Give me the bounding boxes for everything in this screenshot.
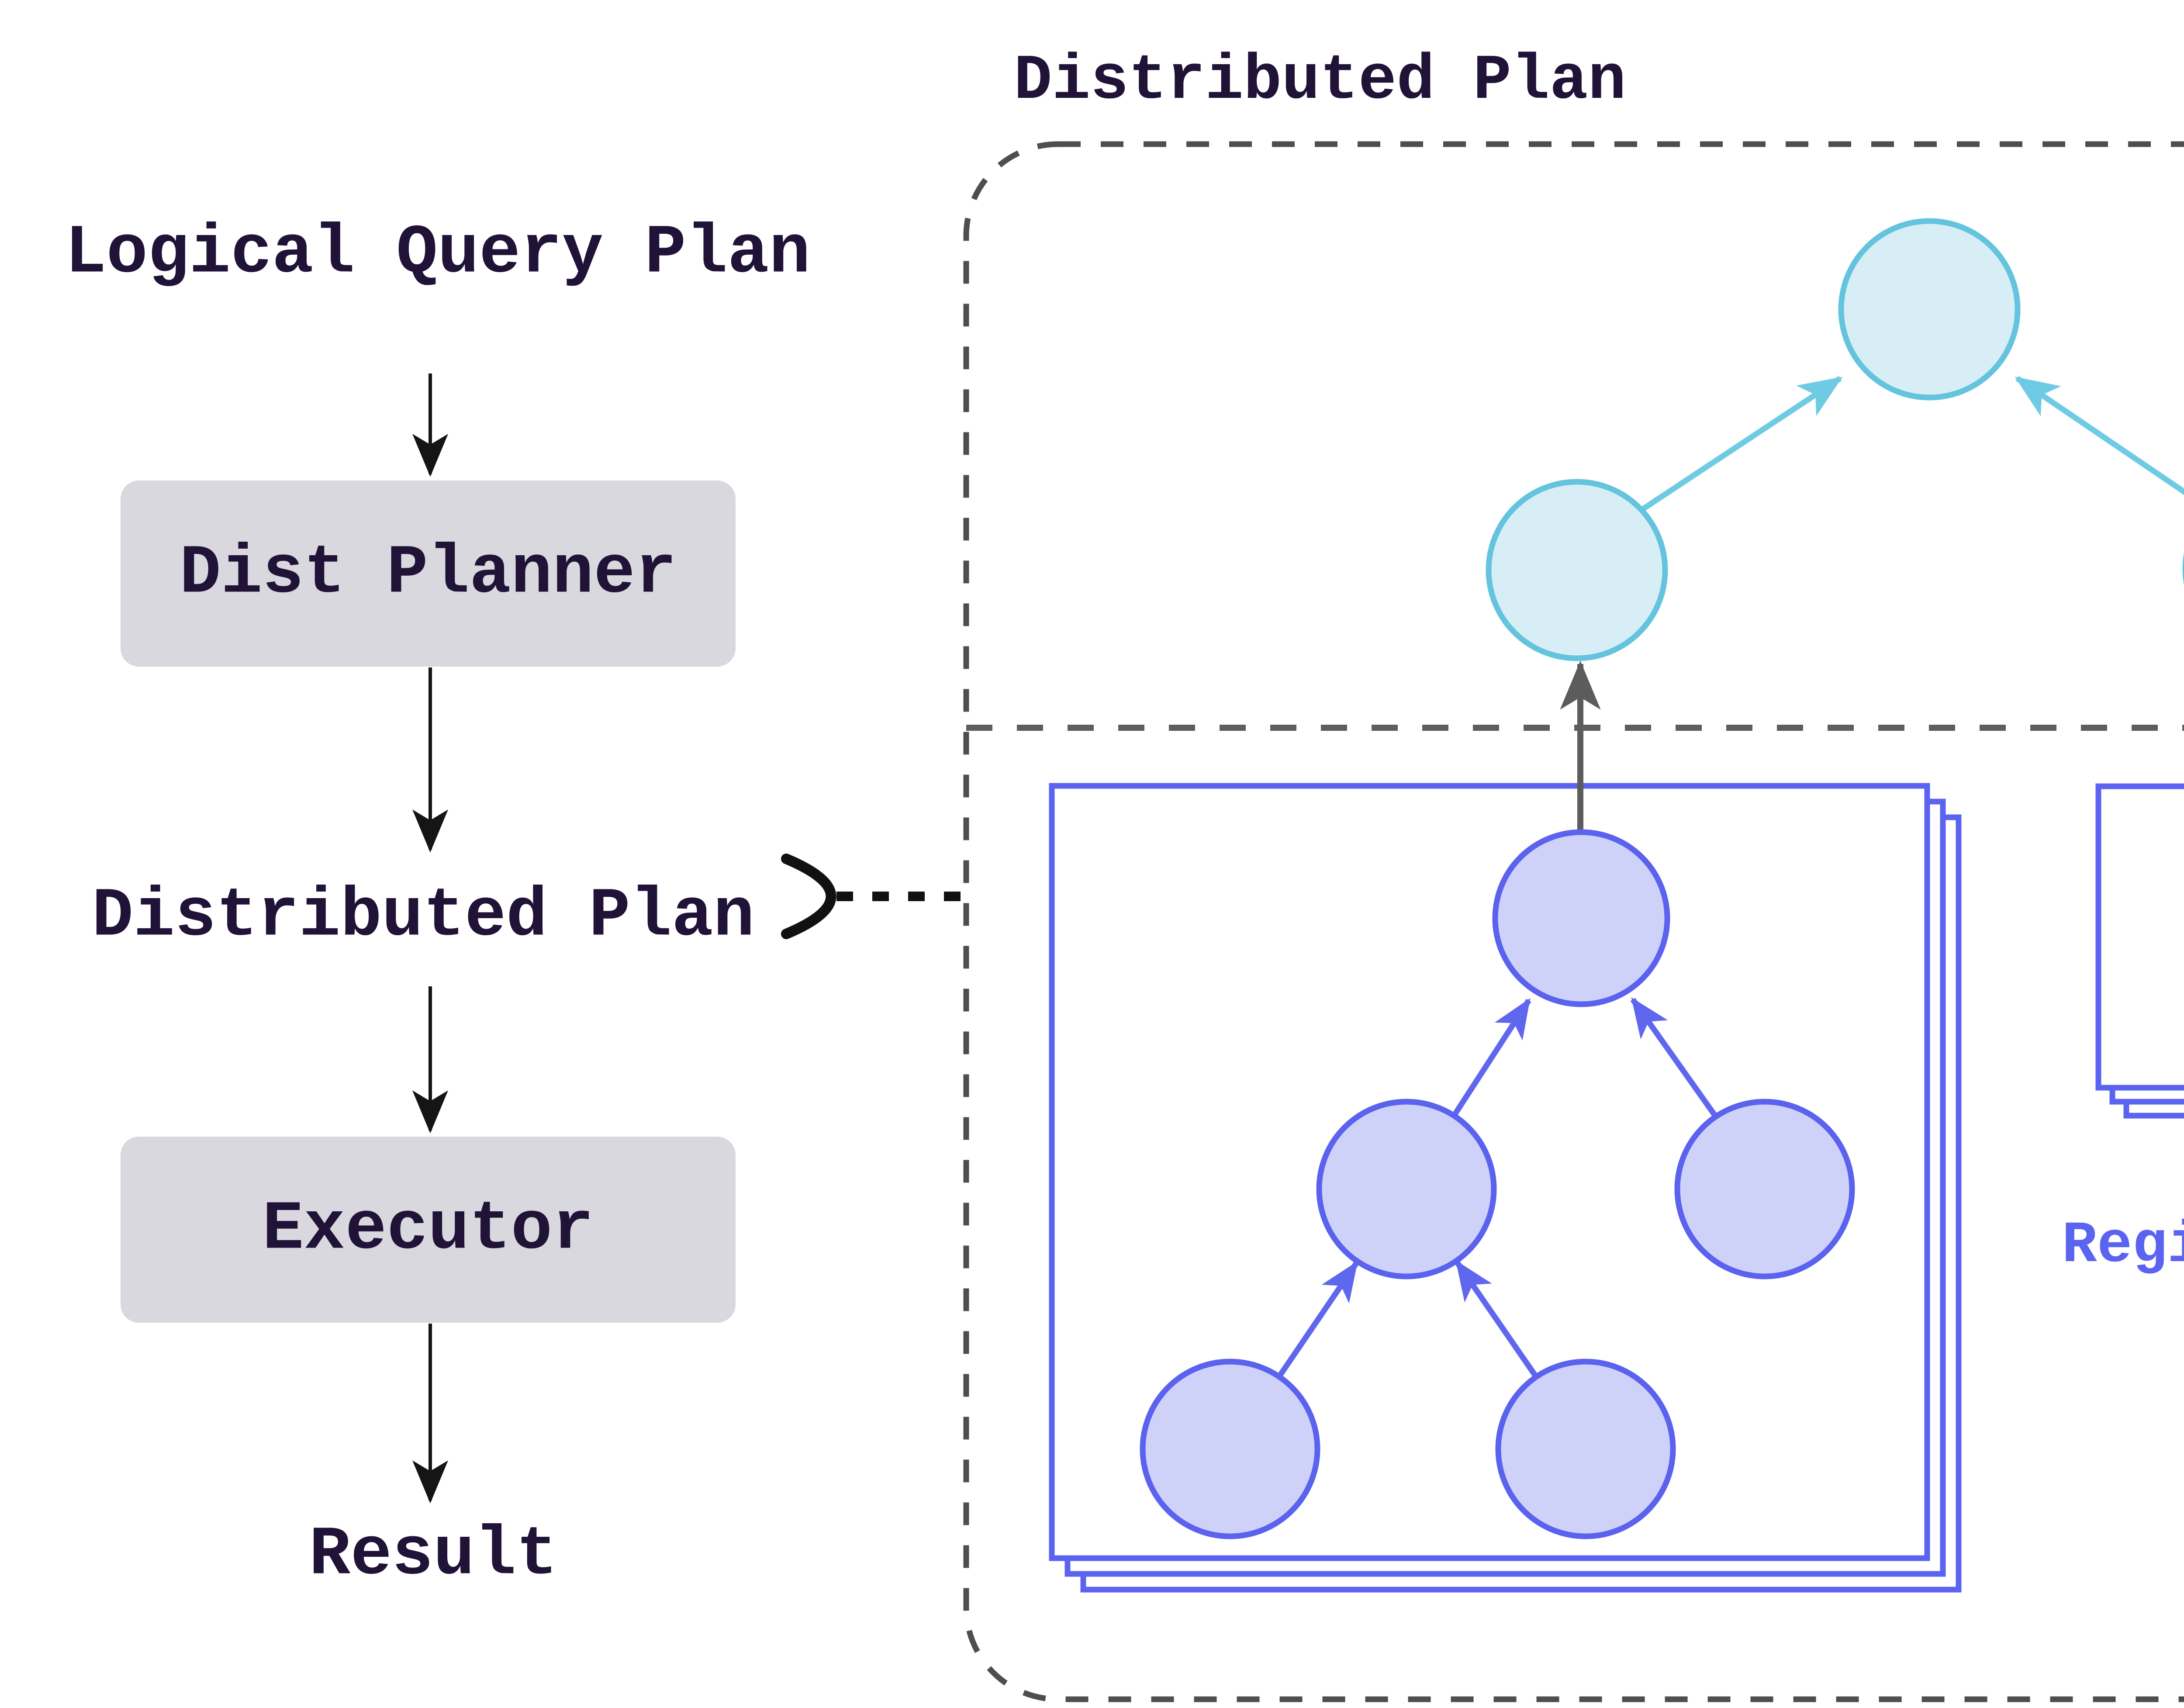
distributed-plan-panel: Distributed Plan Frontend Stage Datanode…	[963, 45, 2184, 1702]
frontend-edge-right	[2015, 376, 2184, 495]
frontend-tree	[1486, 218, 2184, 661]
dist-planner-box	[121, 481, 736, 667]
datanode-left-tree	[1140, 829, 1855, 1539]
datanode-edge-midL-root	[1452, 998, 1531, 1117]
datanode-mid-left-node	[1316, 1099, 1497, 1279]
brace-icon	[781, 854, 836, 939]
executor-box	[121, 1137, 736, 1323]
datanode-root-node	[1492, 829, 1670, 1007]
datanode-edge-leafL-midL	[1276, 1261, 1359, 1379]
regions-label: Regions	[2062, 1213, 2184, 1279]
datanode-edge-midR-root	[1630, 997, 1718, 1118]
frontend-left-node	[1486, 479, 1668, 661]
left-flowchart: Logical Query Plan Dist Planner Distribu…	[65, 214, 961, 1594]
logical-query-plan-label: Logical Query Plan	[65, 214, 811, 293]
frontend-edge-left	[1639, 376, 1843, 513]
dist-planner-label: Dist Planner	[180, 535, 677, 613]
datanode-mid-right-node	[1674, 1099, 1855, 1279]
region-small-stack-layer-1	[2095, 783, 2184, 1091]
datanode-leaf-right-node	[1495, 1359, 1676, 1539]
distributed-plan-label: Distributed Plan	[92, 878, 754, 956]
distributed-plan-frame	[963, 141, 2184, 1702]
executor-label: Executor	[263, 1191, 594, 1269]
region-group-right	[2095, 783, 2184, 1119]
datanode-leaf-left-node	[1140, 1359, 1320, 1539]
result-label: Result	[309, 1516, 558, 1594]
datanode-edge-leafR-midL	[1455, 1260, 1539, 1379]
distributed-plan-title: Distributed Plan	[1014, 45, 1626, 117]
frontend-root-node	[1838, 218, 2021, 401]
